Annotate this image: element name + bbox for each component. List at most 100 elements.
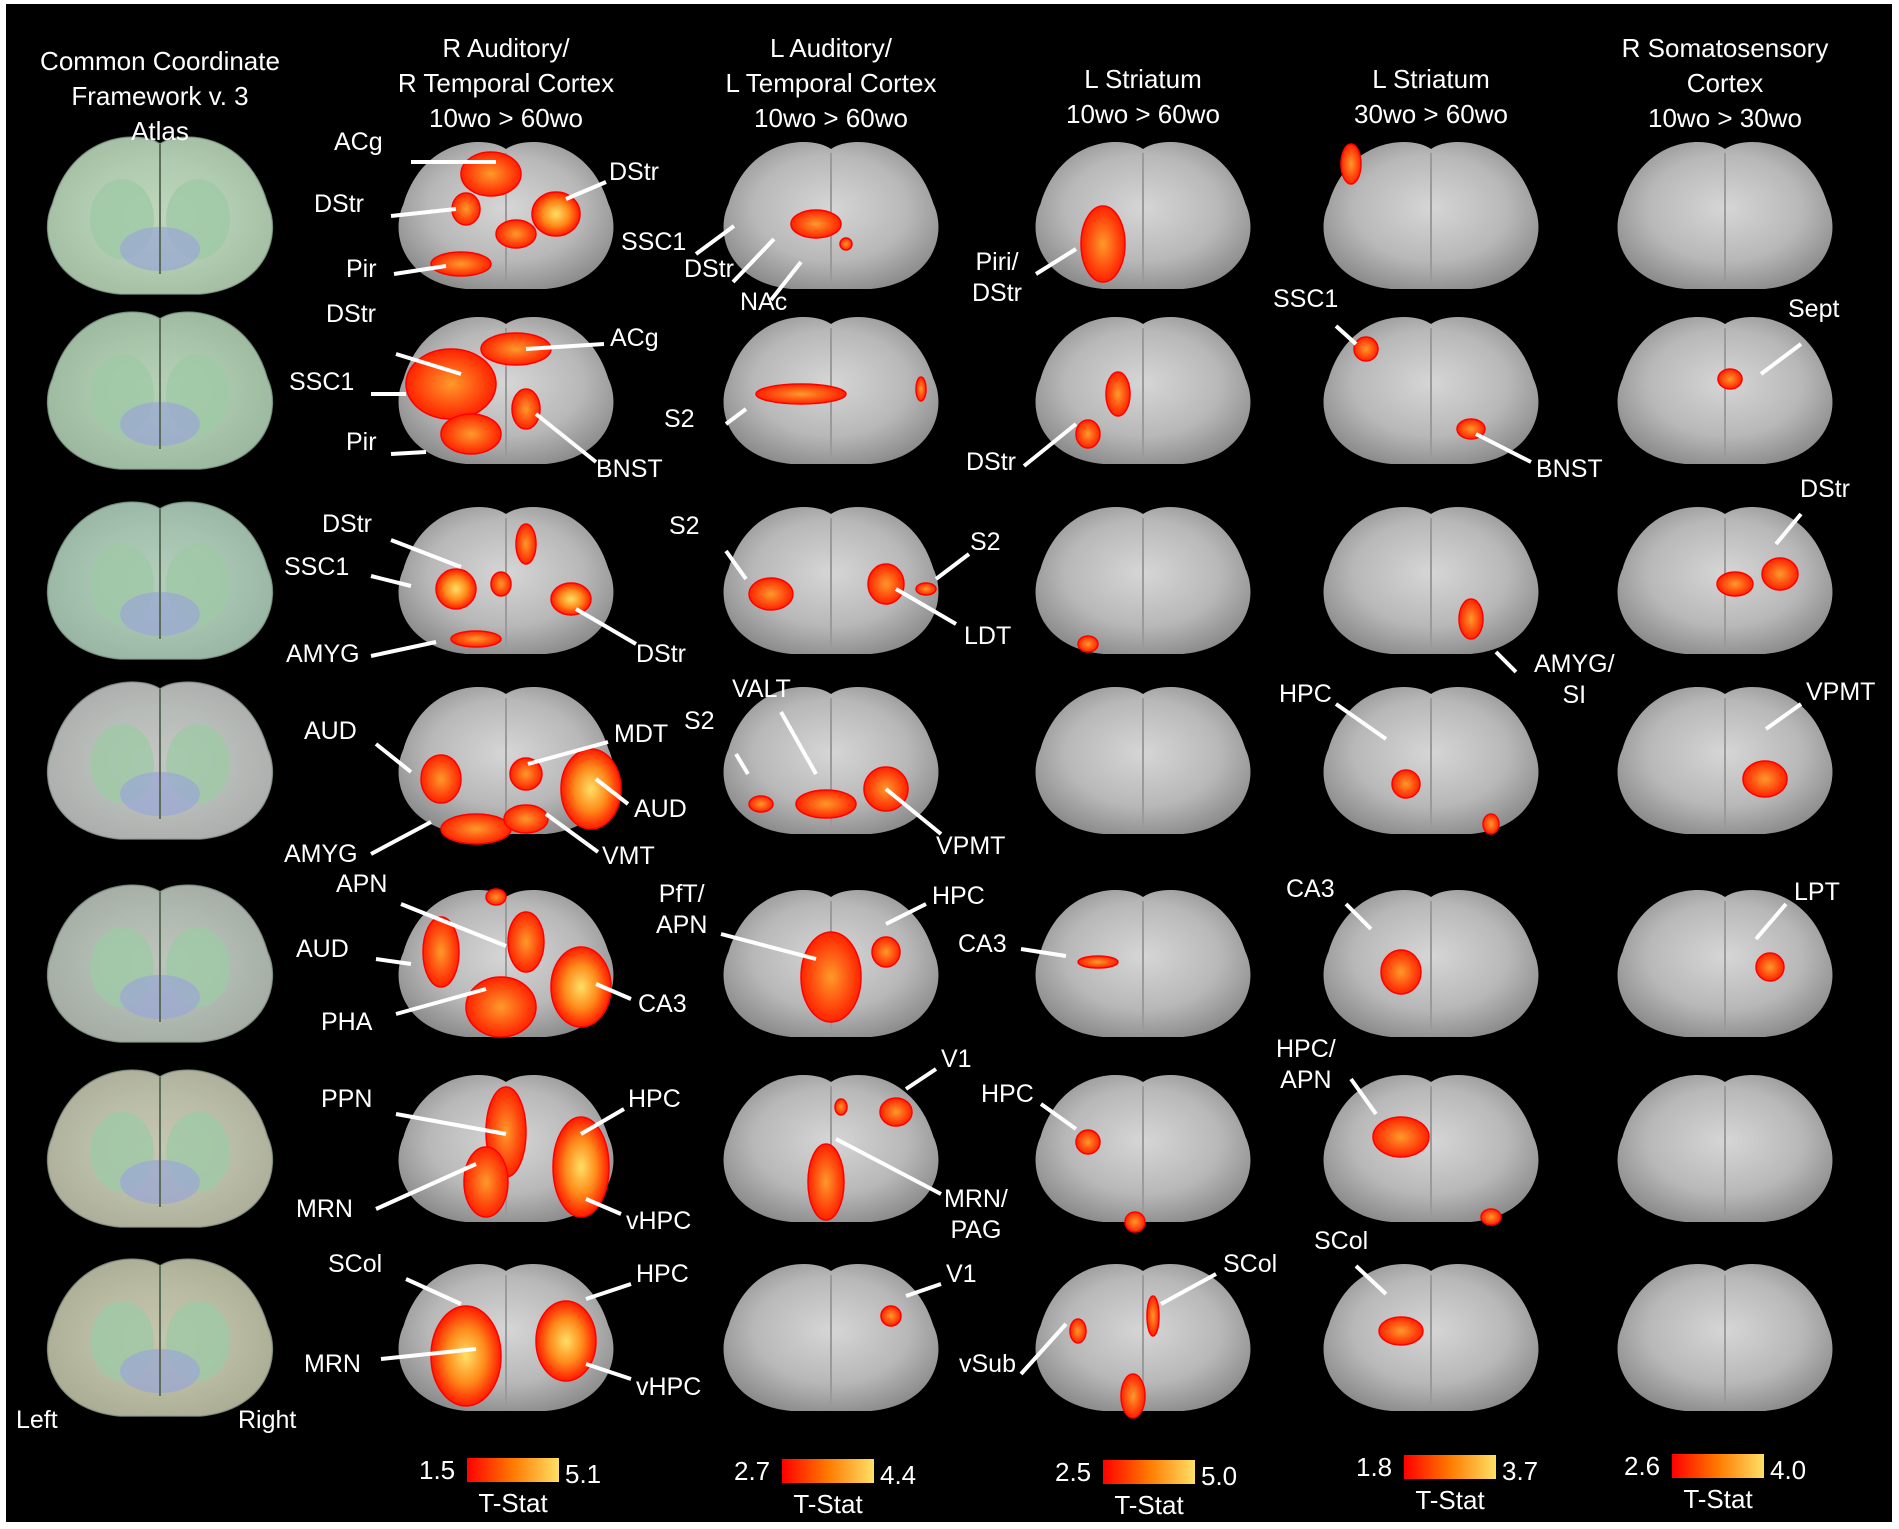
leader-line [1019,1322,1068,1376]
leader-line [375,1162,477,1211]
region-label: S2 [669,512,700,540]
leader-line [894,587,958,626]
activation-blob [550,582,592,616]
activation-blob [1378,1316,1424,1346]
activation-blob [1080,205,1126,283]
region-label: VPMT [936,832,1006,860]
leader-line [1034,247,1078,276]
activation-blob [535,1300,597,1382]
region-label: CA3 [638,990,687,1018]
activation-blob [879,1097,913,1127]
activation-blob [420,754,462,804]
activation-blob [422,916,460,988]
colorbar-max: 3.7 [1502,1456,1539,1486]
leader-line [1349,1077,1378,1116]
activation-blob [1482,813,1500,835]
region-label: LPT [1794,878,1840,906]
colorbar-gradient [1404,1455,1496,1479]
activation-blob [1077,955,1119,969]
region-label: PPN [321,1085,373,1113]
region-label: CA3 [958,930,1007,958]
activation-blob [748,577,794,611]
activation-blob [1069,1318,1087,1344]
colorbar-label: T-Stat [1683,1484,1753,1514]
activation-blob [451,192,481,226]
activation-blob [1391,769,1421,799]
activation-blob [1380,949,1422,995]
region-label: HPC [636,1260,689,1288]
activation-blob [790,209,842,239]
activation-blob [1075,419,1101,449]
region-label: VPMT [1806,678,1876,706]
leader-line [835,1137,942,1196]
colorbar-gradient [467,1458,559,1482]
leader-line [525,342,605,351]
colorbar-label: T-Stat [478,1488,548,1518]
region-label: DStr [314,190,364,218]
region-label: V1 [946,1260,977,1288]
activation-blob [748,795,774,813]
leader-line [585,1362,632,1381]
activation-blob [507,911,545,973]
leader-line [694,224,736,256]
activation-blob [1480,1208,1502,1226]
region-label: VALT [732,675,791,703]
activation-blob [511,388,541,430]
leader-line [395,987,487,1016]
activation-blob [839,237,853,251]
region-label: SCol [1314,1227,1369,1255]
leader-line [565,180,607,201]
activation-blob [1077,635,1099,653]
region-label: Pir [346,255,377,283]
leader-line [1774,512,1803,546]
leader-line [731,237,776,284]
region-label: HPC/APN [1276,1035,1336,1094]
activation-blob [1717,368,1743,390]
region-label: SSC1 [284,553,350,581]
colorbar-gradient [1103,1460,1195,1484]
leader-line [885,902,927,926]
leader-line [370,640,437,658]
leader-line [534,412,598,464]
activation-blob [495,219,537,249]
leader-line [374,742,413,774]
region-label: DStr [684,255,734,283]
region-label: SCol [1223,1250,1278,1278]
activation-blob [531,191,581,237]
region-label: VMT [602,842,655,870]
colorbar-min: 2.5 [1055,1457,1092,1487]
region-label: SSC1 [1273,285,1339,313]
leader-line [380,1347,477,1361]
leader-line [395,1112,507,1136]
orientation-right: Right [238,1406,297,1434]
leader-line [527,740,609,766]
leader-line [1759,342,1803,376]
leader-line [1039,1102,1078,1131]
leader-line [769,260,803,302]
leader-line [579,1107,626,1136]
activation-blob [1340,143,1362,185]
leader-line [595,982,632,1001]
leader-line [393,264,447,276]
activation-blob [755,383,847,405]
activation-blob [1075,1129,1101,1155]
region-label: DStr [322,510,372,538]
activation-blob [1124,1211,1146,1233]
region-label: DStr [1800,475,1850,503]
activation-blob [450,630,502,648]
orientation-left: Left [16,1406,58,1434]
leader-line [720,932,817,961]
colorbar-gradient [1672,1454,1764,1478]
activation-blob [915,582,937,596]
activation-blob [485,888,507,906]
leader-line [904,1067,938,1091]
leader-line [1334,702,1388,741]
region-label: PHA [321,1008,373,1036]
leader-line [390,538,462,569]
region-label: AUD [296,935,349,963]
activation-blob [807,1143,845,1221]
activation-blob [430,1305,502,1407]
